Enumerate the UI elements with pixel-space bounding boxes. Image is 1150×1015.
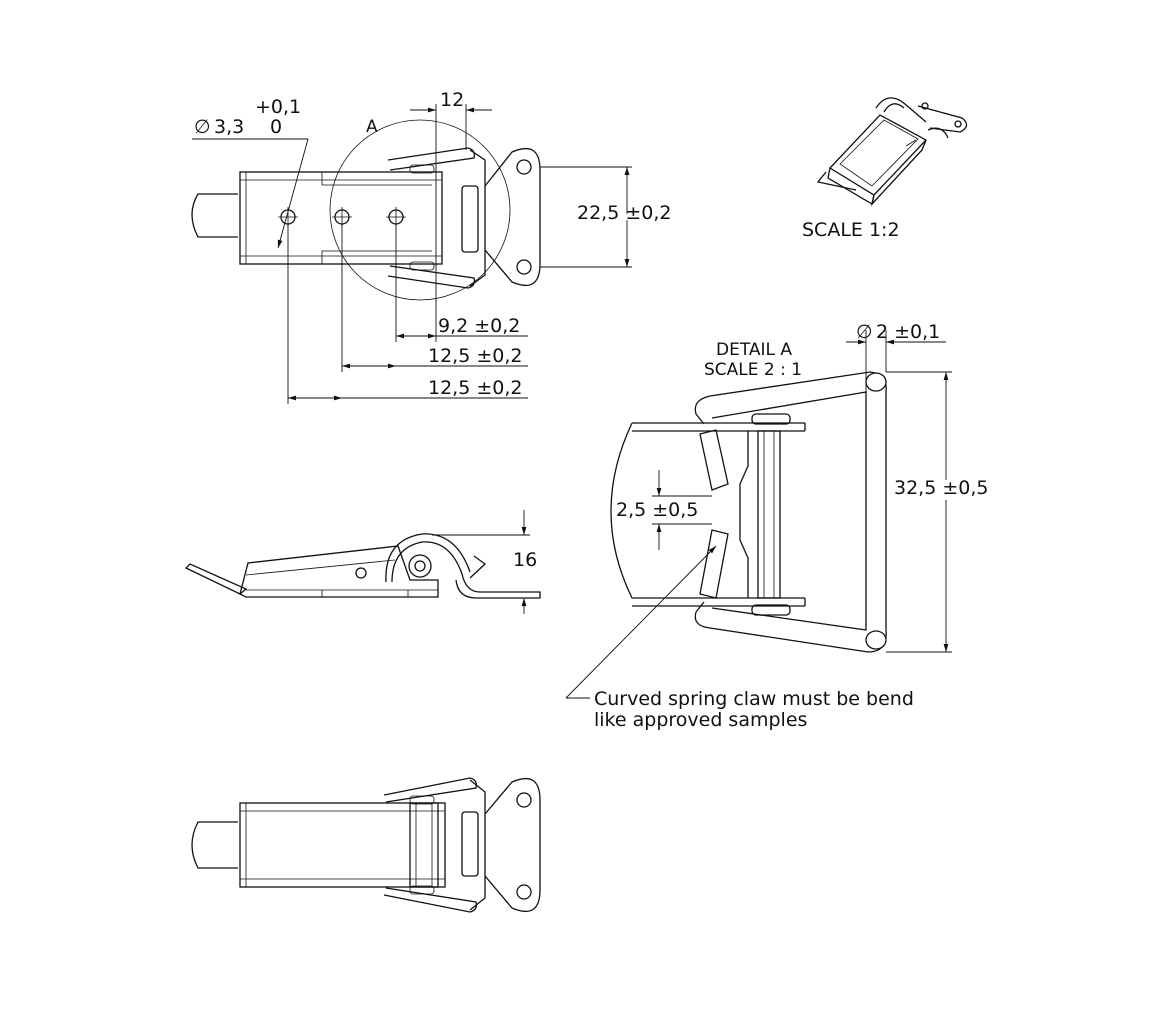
mounting-plate (484, 147, 541, 287)
detail-a-title: DETAIL A (716, 340, 792, 360)
dim-hole-b: 12,5 ±0,2 (428, 345, 522, 367)
detail-a-scale: SCALE 2 : 1 (704, 360, 802, 380)
detail-dim-gap: 2,5 ±0,5 (616, 499, 698, 521)
dim-width-top: 12 (440, 89, 464, 111)
mount-hole-top (516, 159, 532, 175)
wire-diameter-value: 2 ±0,1 (876, 321, 940, 343)
bottom-body (239, 802, 446, 888)
spring-wire-bottom (387, 265, 476, 289)
hole-tol-upper: +0,1 (255, 96, 301, 118)
iso-body-top (828, 114, 928, 196)
latch-body (239, 171, 443, 265)
body-holes (278, 207, 406, 227)
hole-tol-lower: 0 (270, 116, 282, 138)
spring-wire-top (387, 147, 476, 171)
dim-hole-c: 12,5 ±0,2 (428, 377, 522, 399)
hook-plate (461, 185, 479, 253)
spring-claw-top (699, 429, 729, 491)
detail-pin (757, 430, 781, 599)
bottom-plunger (191, 821, 238, 869)
hole-diameter-value: 3,3 (214, 116, 244, 138)
detail-a-circle (329, 119, 511, 301)
bottom-pin (409, 802, 439, 888)
detail-a-marker: A (366, 117, 378, 137)
detail-dim-length: 32,5 ±0,5 (894, 477, 988, 499)
iso-scale-label: SCALE 1:2 (802, 219, 900, 241)
wire-diameter-symbol: ∅ (856, 321, 873, 343)
side-spring-wire (385, 533, 471, 583)
side-body (239, 545, 439, 598)
note-line-2: like approved samples (594, 709, 807, 731)
bottom-view (191, 777, 541, 913)
side-pivot (408, 554, 432, 578)
detail-plate-profile (739, 431, 749, 598)
bottom-mount-plate (484, 777, 541, 913)
detail-a-view: DETAIL A SCALE 2 : 1 ∅ 2 ± (565, 321, 988, 731)
iso-view: SCALE 1:2 (802, 97, 968, 241)
top-view: A ∅ 3,3 +0,1 0 12 22,5 ±0,2 (191, 89, 671, 404)
detail-body-arc (610, 422, 633, 599)
side-lever-tip (184, 563, 248, 595)
side-view: 16 (184, 510, 541, 614)
plunger-cylinder (191, 193, 238, 238)
side-dim-height: 16 (513, 549, 537, 571)
note-line-1: Curved spring claw must be bend (594, 688, 914, 710)
dim-hole-a: 9,2 ±0,2 (438, 315, 520, 337)
spring-claw-bottom (699, 529, 729, 599)
hole-diameter-symbol: ∅ (194, 116, 211, 138)
dim-mount-spacing: 22,5 ±0,2 (577, 202, 671, 224)
mount-hole-bottom (516, 259, 532, 275)
